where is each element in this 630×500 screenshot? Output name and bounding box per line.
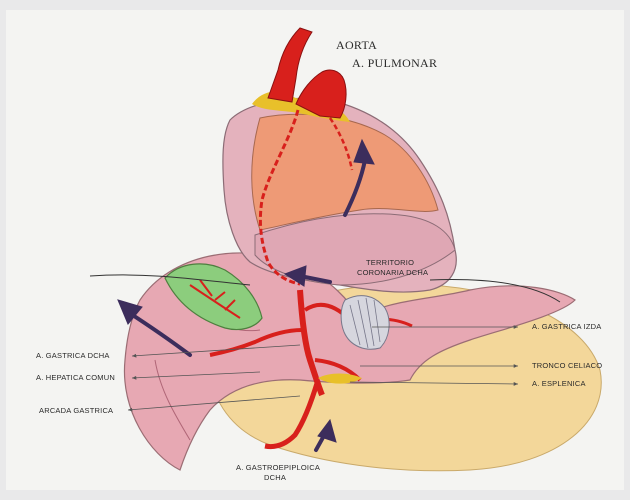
label-gastrica-dcha: A. GASTRICA DCHA — [36, 351, 110, 360]
label-gastrica-izda: A. GASTRICA IZDA — [532, 322, 601, 331]
label-gastroepiploica-dcha: DCHA — [264, 473, 286, 482]
label-pulmonar: A. PULMONAR — [352, 56, 437, 71]
label-aorta: AORTA — [336, 38, 377, 53]
label-tronco-celiaco: TRONCO CELIACO — [532, 361, 602, 370]
label-esplenica: A. ESPLENICA — [532, 379, 586, 388]
label-hepatica-comun: A. HEPATICA COMUN — [36, 373, 115, 382]
label-coronaria: CORONARIA DCHA — [357, 268, 428, 277]
label-gastroepiploica: A. GASTROEPIPLOICA — [236, 463, 320, 472]
label-arcada-gastrica: ARCADA GASTRICA — [39, 406, 113, 415]
label-territorio: TERRITORIO — [366, 258, 414, 267]
